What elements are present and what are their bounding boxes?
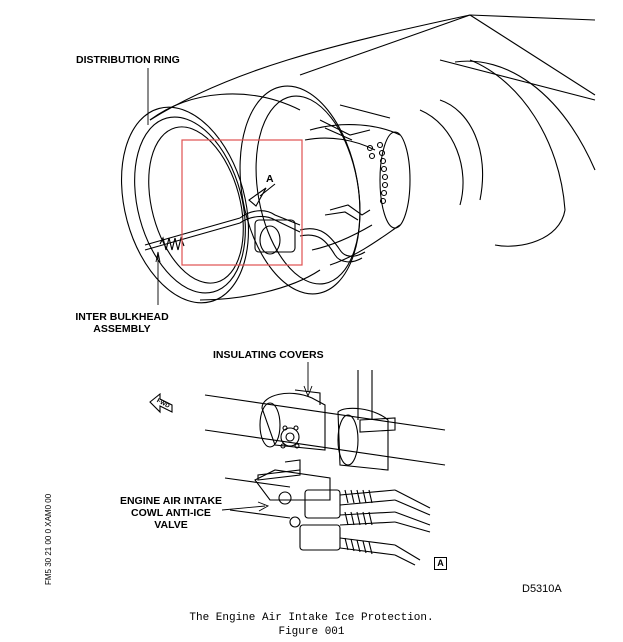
label-insulating-covers: INSULATING COVERS — [213, 349, 324, 361]
figure-caption-title: The Engine Air Intake Ice Protection. — [189, 612, 434, 624]
fwd-arrow-icon — [149, 392, 173, 414]
detail-highlight-box — [181, 139, 303, 266]
detail-a-box: A — [434, 557, 447, 570]
label-cowl-anti-ice-valve: ENGINE AIR INTAKE COWL ANTI-ICE VALVE — [106, 495, 236, 531]
side-code: FM5 30 21 00 0 XAM0 00 — [44, 493, 53, 585]
label-callout-a: A — [266, 173, 274, 185]
label-distribution-ring: DISTRIBUTION RING — [76, 54, 180, 66]
label-valve-line1: ENGINE AIR INTAKE — [119, 495, 223, 507]
label-inter-bulkhead-line1: INTER BULKHEAD — [75, 311, 169, 323]
figure-caption-number: Figure 001 — [278, 626, 345, 638]
figure-id: D5310A — [522, 583, 562, 595]
label-valve-line3: VALVE — [154, 519, 188, 531]
label-inter-bulkhead-assembly: INTER BULKHEAD ASSEMBLY — [72, 311, 172, 335]
label-inter-bulkhead-line2: ASSEMBLY — [93, 323, 151, 335]
valve-detail-drawing — [204, 362, 446, 566]
nacelle-drawing — [120, 14, 596, 305]
label-valve-line2: COWL ANTI-ICE — [131, 507, 211, 519]
